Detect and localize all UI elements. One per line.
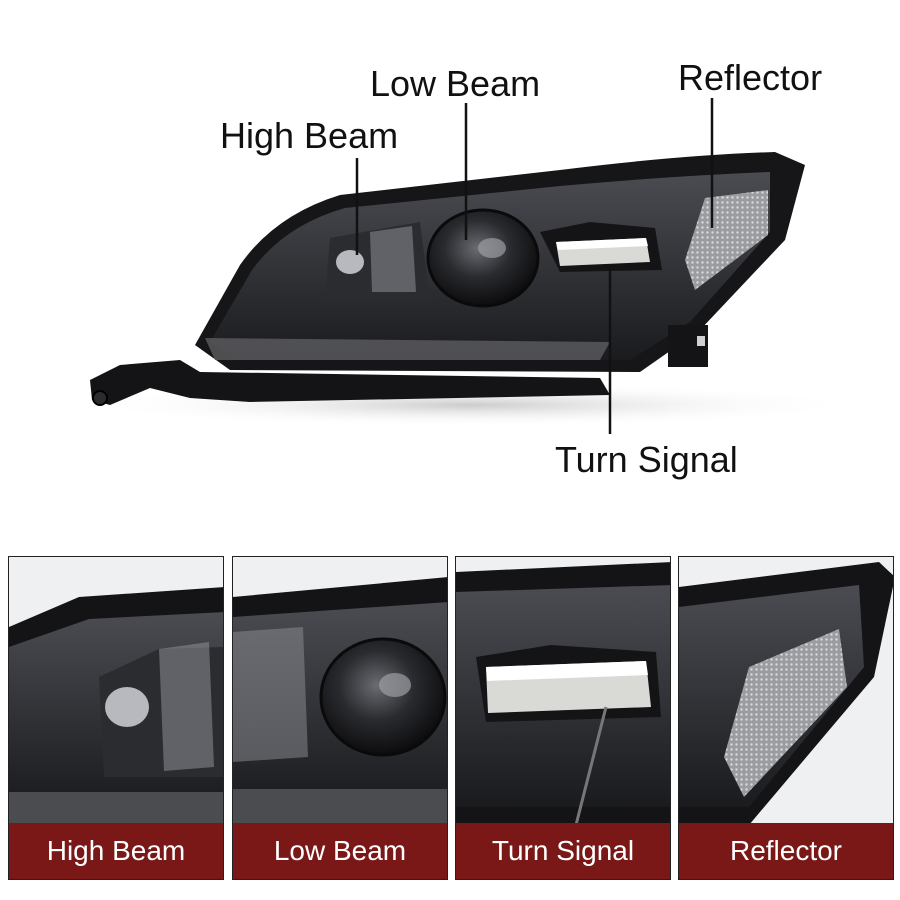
callout-reflector: Reflector: [678, 57, 823, 98]
callout-high-beam: High Beam: [220, 115, 399, 156]
detail-panel-reflector: Reflector: [678, 556, 894, 880]
panel-caption: High Beam: [9, 823, 223, 879]
panel-caption: Turn Signal: [456, 823, 670, 879]
detail-panel-turn-signal: Turn Signal: [455, 556, 671, 880]
panel-caption: Reflector: [679, 823, 893, 879]
headlight-illustration: [80, 98, 860, 434]
callout-turn-signal: Turn Signal: [555, 439, 738, 480]
detail-panel-low-beam: Low Beam: [232, 556, 448, 880]
panel-caption: Low Beam: [233, 823, 447, 879]
detail-panel-high-beam: High Beam: [8, 556, 224, 880]
callout-low-beam: Low Beam: [370, 63, 541, 104]
detail-panels: High Beam Low Beam Turn Signal: [8, 556, 894, 882]
main-product-view: Low Beam High Beam Reflector Turn Signal: [80, 57, 860, 480]
